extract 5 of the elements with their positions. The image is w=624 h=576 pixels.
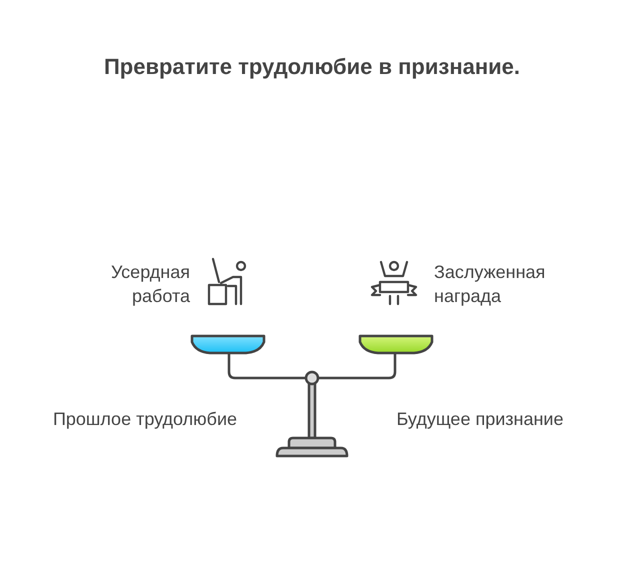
label: Прошлое трудолюбие	[52, 408, 238, 431]
label: Заслуженная награда	[434, 261, 546, 308]
label: Усердная работа	[110, 261, 190, 308]
title: Превратите трудолюбие в признание.	[102, 54, 521, 80]
label: Будущее признание	[396, 408, 564, 431]
